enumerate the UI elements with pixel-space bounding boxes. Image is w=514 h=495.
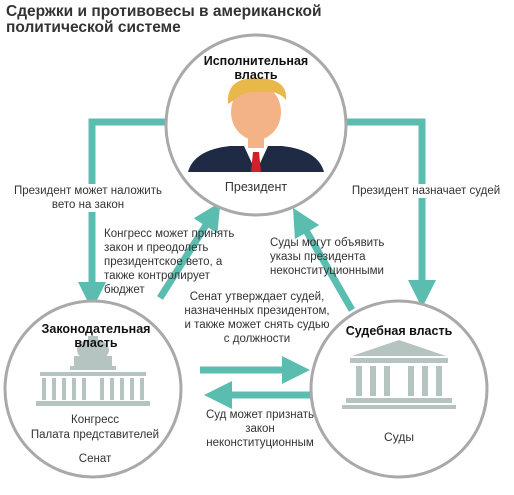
relation-jud-to-leg: Суд может признать закон неконституционн… xyxy=(206,409,314,449)
executive-title: Исполнительная власть xyxy=(203,54,309,82)
relation-leg-to-jud: Сенат утверждает судей, назначенных през… xyxy=(184,291,330,345)
capitol-building-icon xyxy=(36,336,150,406)
legislative-body-congress: Конгресс xyxy=(71,414,119,426)
executive-subtitle: Президент xyxy=(224,180,288,194)
judicial-subtitle: Суды xyxy=(384,430,414,444)
relation-exec-to-jud: Президент назначает судей xyxy=(346,184,506,198)
legislative-body-senate: Сенат xyxy=(78,453,112,465)
relation-exec-to-leg: Президент может наложить вето на закон xyxy=(8,184,168,212)
arrow-leg-to-exec xyxy=(157,202,221,300)
arrow-exec-to-leg xyxy=(78,118,168,310)
legislative-body-house: Палата представителей xyxy=(30,429,160,441)
judicial-title: Судебная власть xyxy=(345,324,453,338)
legislative-circle xyxy=(3,299,183,479)
relation-jud-to-exec: Суды могут объявить указы президента нек… xyxy=(270,237,385,277)
courthouse-icon xyxy=(342,340,456,409)
arrow-jud-to-exec xyxy=(292,207,356,312)
judicial-circle xyxy=(309,299,489,479)
legislative-title: Законодательная власть xyxy=(41,322,151,350)
arrow-exec-to-jud xyxy=(346,118,436,308)
diagram-title: Сдержки и противовесы в американской пол… xyxy=(6,3,322,36)
relation-leg-to-exec: Конгресс может принять закон и преодолет… xyxy=(104,228,235,296)
president-portrait-icon xyxy=(188,78,324,172)
